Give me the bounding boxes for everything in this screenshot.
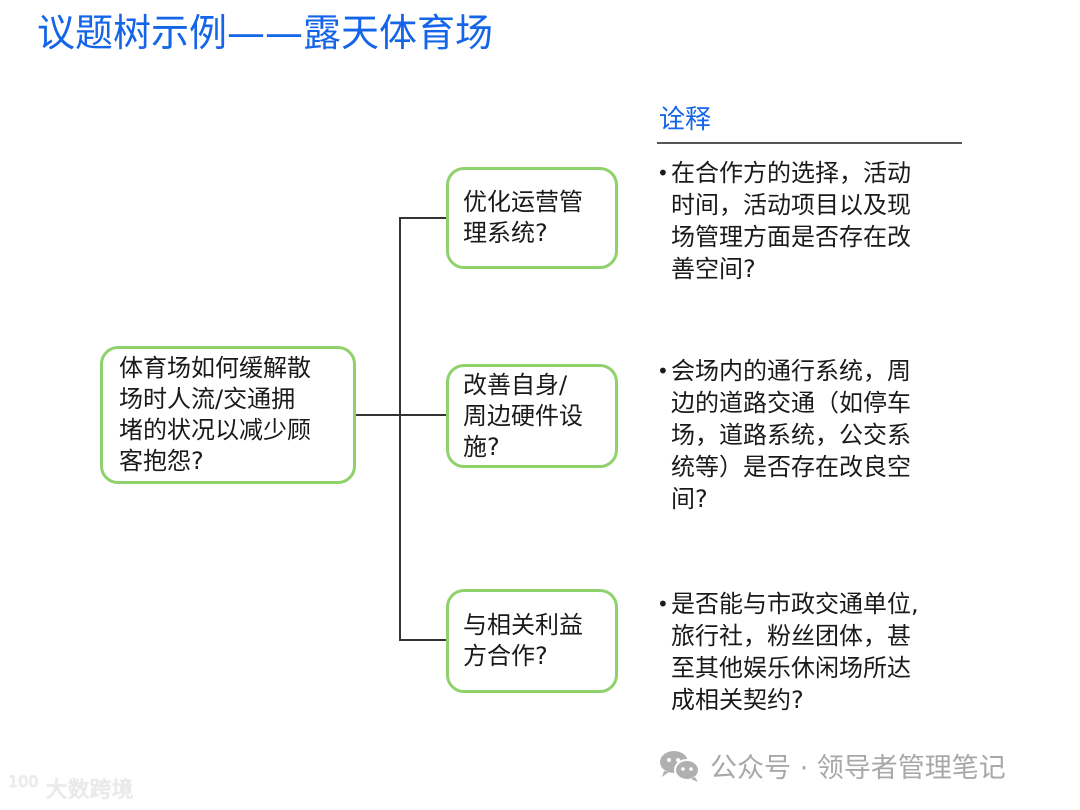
note-line: 至其他娱乐休闲场所达: [671, 654, 911, 682]
branch-line: 优化运营管: [463, 188, 583, 216]
issue-branch-node-2: 改善自身/ 周边硬件设 施?: [446, 364, 618, 468]
branch-line: 施?: [463, 432, 500, 461]
watermark-logo-icon: 100: [8, 772, 39, 791]
connector-branch-3: [399, 639, 446, 641]
branch-line: 与相关利益: [463, 611, 583, 639]
note-line: 在合作方的选择，活动: [671, 159, 911, 187]
note-line: 统等）是否存在改良空: [671, 453, 911, 481]
note-item-2: • 会场内的通行系统，周 边的道路交通（如停车 场，道路系统，公交系 统等）是否…: [657, 355, 957, 515]
branch-line: 理系统?: [463, 219, 548, 247]
connector-vertical-trunk: [399, 217, 401, 641]
note-item-3: • 是否能与市政交通单位, 旅行社，粉丝团体，甚 至其他娱乐休闲场所达 成相关契…: [657, 588, 957, 716]
watermark-right: 公众号 · 领导者管理笔记: [658, 746, 1006, 785]
root-line: 客抱怨?: [119, 447, 204, 475]
watermark-right-text: 公众号 · 领导者管理笔记: [710, 753, 1006, 784]
branch-line: 周边硬件设: [463, 401, 583, 430]
connector-branch-1: [399, 217, 446, 219]
note-line: 旅行社，粉丝团体，甚: [671, 622, 911, 650]
note-item-1: • 在合作方的选择，活动 时间，活动项目以及现 场管理方面是否存在改 善空间?: [657, 157, 957, 285]
root-line: 堵的状况以减少顾: [119, 416, 311, 444]
issue-root-node: 体育场如何缓解散 场时人流/交通拥 堵的状况以减少顾 客抱怨?: [100, 346, 356, 484]
note-line: 场管理方面是否存在改: [671, 223, 911, 251]
connector-root-horizontal: [356, 414, 446, 416]
wechat-icon: [660, 750, 700, 782]
issue-branch-node-3: 与相关利益 方合作?: [446, 589, 618, 693]
note-line: 会场内的通行系统，周: [671, 357, 911, 385]
issue-branch-node-1: 优化运营管 理系统?: [446, 167, 618, 269]
notes-divider: [657, 142, 962, 144]
note-line: 成相关契约?: [671, 686, 804, 714]
root-line: 场时人流/交通拥: [119, 385, 296, 413]
note-line: 是否能与市政交通单位,: [671, 590, 919, 618]
watermark-left-text: 大数跨境: [45, 778, 134, 803]
note-line: 间?: [671, 485, 708, 513]
branch-line: 改善自身/: [463, 370, 568, 399]
bullet-icon: •: [657, 592, 669, 616]
root-line: 体育场如何缓解散: [119, 354, 311, 382]
bullet-icon: •: [657, 359, 669, 383]
branch-line: 方合作?: [463, 642, 548, 670]
note-line: 场，道路系统，公交系: [671, 421, 911, 449]
page-title: 议题树示例——露天体育场: [37, 11, 494, 55]
notes-header: 诠释: [659, 105, 712, 135]
note-line: 善空间?: [671, 255, 756, 283]
watermark-left: 100 大数跨境: [8, 772, 134, 804]
note-line: 边的道路交通（如停车: [671, 389, 911, 417]
bullet-icon: •: [657, 161, 669, 185]
note-line: 时间，活动项目以及现: [671, 191, 911, 219]
